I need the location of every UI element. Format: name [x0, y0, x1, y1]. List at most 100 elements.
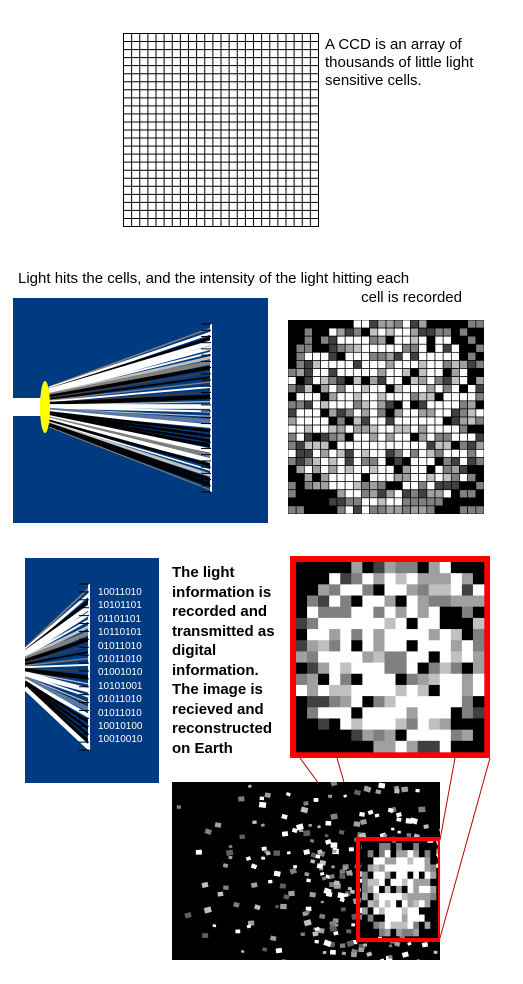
intensity-cell: [450, 327, 460, 337]
intensity-cell: [377, 376, 387, 386]
intensity-cell: [459, 376, 469, 386]
intensity-cell: [369, 351, 379, 361]
intensity-cell: [385, 400, 395, 410]
light-ray: [25, 630, 90, 662]
intensity-cell: [303, 432, 313, 442]
intensity-cell: [450, 343, 460, 353]
binary-code-line: 01101101: [98, 613, 142, 625]
zoom-cell: [417, 562, 430, 574]
intensity-cell: [312, 392, 322, 402]
reconstructed-pixel: [259, 796, 265, 801]
zoom-region-cell: [379, 878, 386, 887]
zoom-cell: [450, 729, 463, 742]
intensity-cell: [393, 497, 403, 507]
zoom-cell: [351, 662, 363, 675]
intensity-cell: [328, 360, 338, 369]
intensity-cell: [361, 432, 371, 442]
zoom-region-cell: [413, 850, 420, 858]
reconstructed-pixel: [291, 827, 298, 834]
zoom-cell: [461, 707, 474, 719]
intensity-cell: [467, 432, 477, 442]
reconstructed-pixel: [345, 869, 353, 876]
intensity-cell: [295, 335, 305, 345]
intensity-cell: [418, 489, 428, 499]
reconstructed-pixel: [394, 789, 400, 794]
zoom-cell: [296, 673, 308, 686]
zoom-cell: [351, 629, 363, 641]
intensity-cell: [467, 384, 477, 394]
intensity-cell: [369, 335, 379, 345]
zoom-cell: [406, 707, 418, 719]
intensity-cell: [450, 489, 460, 499]
intensity-cell: [361, 400, 371, 410]
intensity-cell: [418, 497, 428, 507]
intensity-cell: [352, 343, 362, 353]
light-beam-panel: [13, 298, 268, 523]
intensity-cell: [418, 351, 428, 361]
zoom-region-cell: [407, 900, 414, 908]
intensity-cell: [312, 473, 322, 483]
reconstructed-pixel: [330, 813, 338, 820]
intensity-cell: [361, 473, 371, 483]
intensity-cell: [410, 327, 420, 337]
zoom-region-cell: [367, 857, 374, 865]
zoom-cell: [384, 696, 396, 708]
zoom-cell: [384, 740, 396, 753]
intensity-cell: [312, 505, 322, 514]
intensity-cell: [369, 360, 379, 369]
intensity-cell: [459, 424, 469, 434]
reconstructed-pixel: [303, 919, 312, 927]
reconstructed-pixel: [312, 931, 319, 937]
intensity-cell: [434, 400, 444, 410]
intensity-cell: [295, 343, 305, 353]
intensity-cell: [475, 497, 484, 507]
zoom-cell: [296, 562, 308, 574]
intensity-cell: [377, 320, 387, 329]
zoom-cell: [472, 673, 485, 686]
intensity-cell: [377, 327, 387, 337]
zoom-cell: [307, 617, 319, 630]
zoom-cell: [395, 617, 407, 630]
zoom-cell: [417, 662, 430, 675]
zoom-region-cell: [430, 878, 437, 887]
reconstructed-pixel: [304, 872, 310, 877]
intensity-cell: [344, 465, 354, 474]
intensity-cell: [459, 327, 469, 337]
intensity-cell: [303, 465, 313, 474]
intensity-cell: [418, 424, 428, 434]
intensity-cell: [352, 473, 362, 483]
intensity-cell: [320, 376, 330, 386]
intensity-cell: [320, 489, 330, 499]
intensity-cell: [344, 481, 354, 491]
zoom-region-cell: [379, 857, 386, 865]
zoom-cell: [340, 696, 352, 708]
zoom-cell: [450, 606, 463, 619]
intensity-cell: [361, 416, 371, 426]
intensity-cell: [393, 481, 403, 491]
zoom-cell: [307, 707, 319, 719]
intensity-cell: [410, 392, 420, 402]
reconstructed-pixel: [308, 823, 313, 827]
intensity-cell: [336, 416, 346, 426]
intensity-cell: [344, 505, 354, 514]
light-ray: [25, 668, 90, 680]
intensity-cell: [369, 481, 379, 491]
intensity-cell: [369, 465, 379, 474]
intensity-cell: [312, 320, 322, 329]
reconstructed-pixel: [314, 939, 319, 944]
zoom-cell: [406, 718, 418, 730]
intensity-cell: [450, 432, 460, 442]
intensity-cell: [336, 343, 346, 353]
zoom-region-cell: [367, 885, 374, 894]
intensity-cell: [385, 448, 395, 458]
intensity-cell: [434, 343, 444, 353]
intensity-cell: [288, 376, 297, 386]
zoom-cell: [450, 696, 463, 708]
intensity-cell: [288, 440, 297, 450]
intensity-cell: [426, 505, 436, 514]
intensity-cell: [401, 320, 411, 329]
intensity-cell: [320, 327, 330, 337]
intensity-cell: [401, 489, 411, 499]
intensity-cell: [450, 448, 460, 458]
zoom-cell: [362, 673, 374, 686]
